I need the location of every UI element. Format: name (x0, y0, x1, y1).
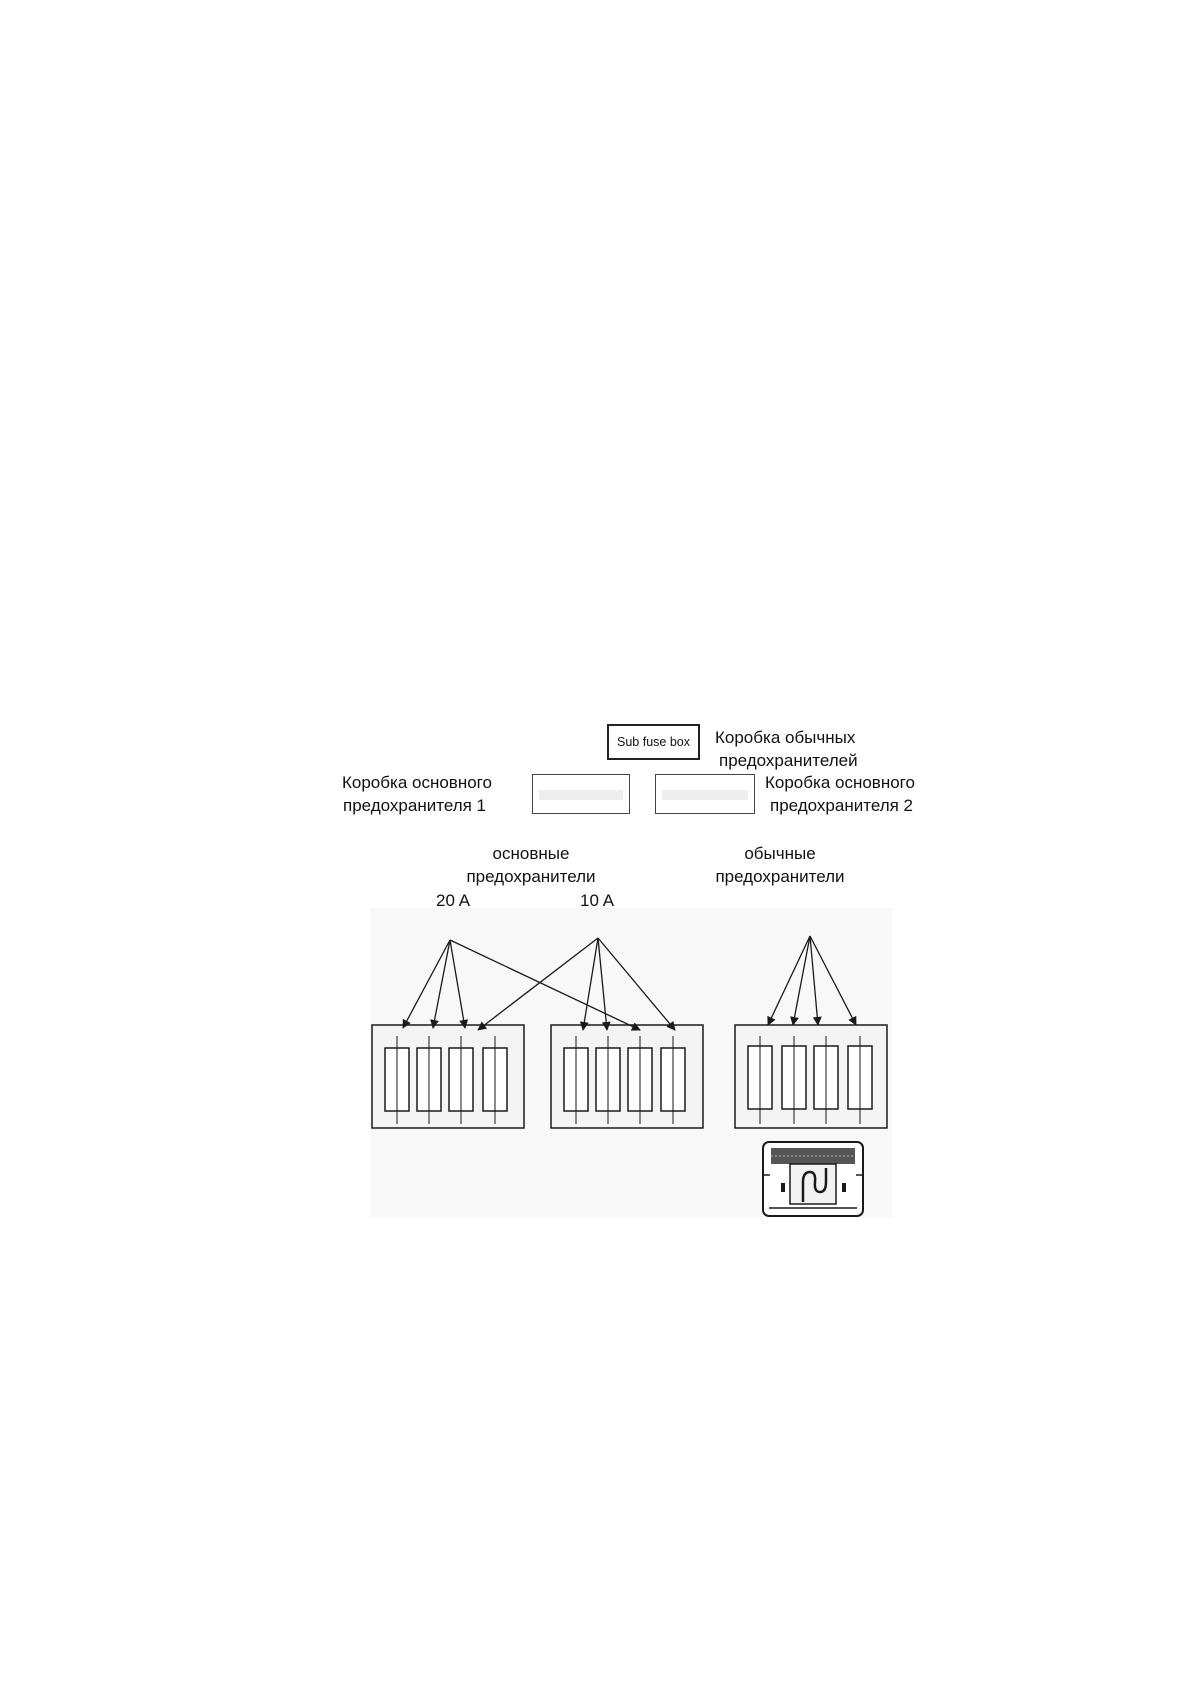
main-fuses-label-line1: основные (492, 844, 570, 863)
main-fuse-box-1-outline (532, 774, 630, 814)
fuse-panel-3 (734, 1024, 888, 1129)
main-fuse-box-2-fill (662, 790, 748, 800)
main-fuse-box-2-outline (655, 774, 755, 814)
fuse-panel-1 (371, 1024, 525, 1129)
main-fuses-label-line2: предохранители (466, 867, 596, 886)
fuse-panel-2 (550, 1024, 704, 1129)
main-box-1-label-line1: Коробка основного (342, 773, 492, 792)
ordinary-fuses-label-line2: предохранители (715, 867, 845, 886)
rating-20a: 20 A (436, 891, 471, 910)
ordinary-fuses-label-line1: обычные (744, 844, 816, 863)
main-box-2-label-line2: предохранителя 2 (770, 796, 914, 815)
sub-fuse-box-label: Sub fuse box (617, 735, 690, 749)
main-fuse-box-1-fill (539, 790, 623, 800)
blade-fuse-icon (762, 1141, 864, 1217)
sub-fuse-box: Sub fuse box (607, 724, 700, 760)
rating-10a: 10 A (580, 891, 615, 910)
arrows-5a (767, 935, 857, 1026)
arrows-10a (477, 937, 676, 1031)
ordinary-box-label-line1: Коробка обычных (715, 728, 856, 747)
main-box-2-label-line1: Коробка основного (765, 773, 915, 792)
main-box-1-label-line2: предохранителя 1 (343, 796, 487, 815)
ordinary-box-label-line2: предохранителей (719, 751, 858, 770)
arrows-20a (402, 939, 641, 1031)
